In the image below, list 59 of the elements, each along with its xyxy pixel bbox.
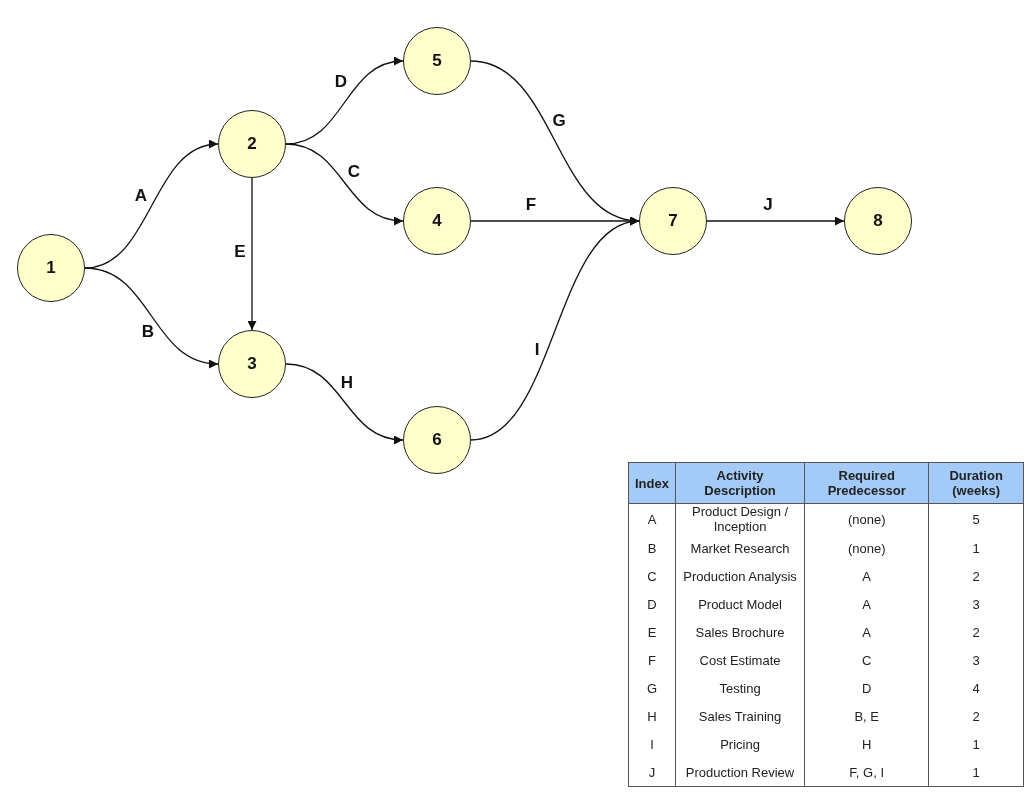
table-cell: J xyxy=(628,758,676,787)
table-cell: (none) xyxy=(804,503,929,534)
table-cell: G xyxy=(628,674,676,702)
table-cell: C xyxy=(804,646,929,674)
column-header: Index xyxy=(628,462,676,504)
table-cell: Production Analysis xyxy=(675,562,805,590)
arrow xyxy=(84,267,219,368)
column-header: Duration (weeks) xyxy=(928,462,1024,504)
table-cell: 4 xyxy=(928,674,1024,702)
table-cell: B, E xyxy=(804,702,929,730)
table-cell: Product Model xyxy=(675,590,805,618)
table-cell: A xyxy=(804,562,929,590)
table-cell: E xyxy=(628,618,676,646)
arrow xyxy=(285,143,404,225)
node-number: 1 xyxy=(46,258,56,278)
table-cell: Production Review xyxy=(675,758,805,787)
arrow xyxy=(285,363,404,444)
table-cell: A xyxy=(804,618,929,646)
table-cell: Sales Training xyxy=(675,702,805,730)
arrow xyxy=(706,216,845,226)
node-number: 8 xyxy=(873,211,883,231)
table-cell: A xyxy=(804,590,929,618)
table-cell: 2 xyxy=(928,562,1024,590)
table-cell: 3 xyxy=(928,646,1024,674)
column-header: Required Predecessor xyxy=(804,462,929,504)
table-cell: H xyxy=(804,730,929,758)
node-number: 2 xyxy=(247,134,257,154)
table-cell: C xyxy=(628,562,676,590)
node-number: 3 xyxy=(247,354,257,374)
node-number: 4 xyxy=(432,211,442,231)
node-number: 7 xyxy=(668,211,678,231)
table-cell: (none) xyxy=(804,534,929,562)
table-cell: Product Design / Inception xyxy=(675,503,805,534)
table-cell: Sales Brochure xyxy=(675,618,805,646)
table-cell: H xyxy=(628,702,676,730)
arrow xyxy=(285,57,404,145)
table-cell: 5 xyxy=(928,503,1024,534)
table-cell: 1 xyxy=(928,758,1024,787)
table-cell: I xyxy=(628,730,676,758)
table-cell: 1 xyxy=(928,534,1024,562)
table-cell: A xyxy=(628,503,676,534)
table-cell: 2 xyxy=(928,702,1024,730)
table-cell: Pricing xyxy=(675,730,805,758)
table-cell: Cost Estimate xyxy=(675,646,805,674)
node-number: 6 xyxy=(432,430,442,450)
arrow xyxy=(470,218,640,441)
table-cell: B xyxy=(628,534,676,562)
table-cell: Testing xyxy=(675,674,805,702)
table-cell: Market Research xyxy=(675,534,805,562)
table-cell: F, G, I xyxy=(804,758,929,787)
arrow xyxy=(247,177,257,331)
node-number: 5 xyxy=(432,51,442,71)
column-header: Activity Description xyxy=(675,462,805,504)
table-cell: 2 xyxy=(928,618,1024,646)
table-cell: F xyxy=(628,646,676,674)
table-cell: 3 xyxy=(928,590,1024,618)
table-cell: D xyxy=(628,590,676,618)
table-cell: D xyxy=(804,674,929,702)
table-cell: 1 xyxy=(928,730,1024,758)
